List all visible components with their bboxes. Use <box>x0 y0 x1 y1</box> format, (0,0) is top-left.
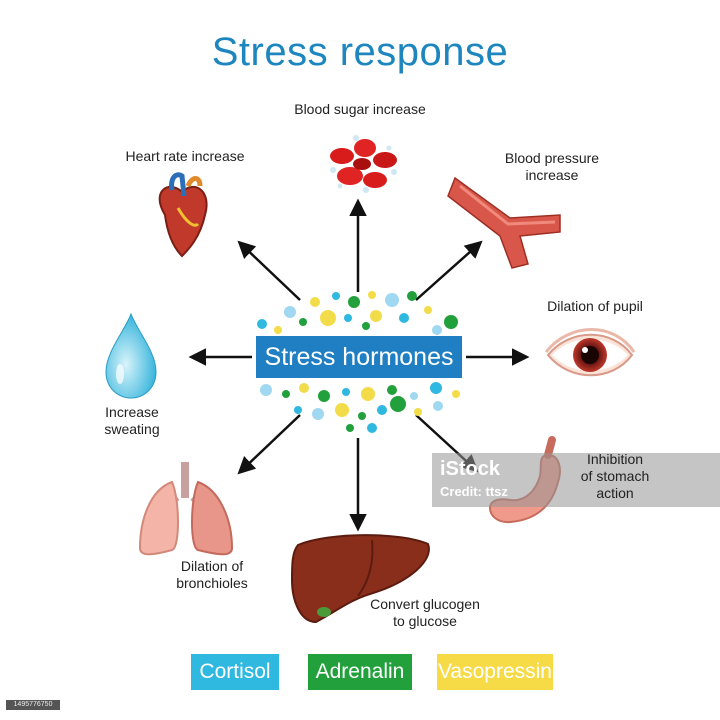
label-blood-pressure: Blood pressure increase <box>492 150 612 184</box>
label-blood-pressure-line1: Blood pressure <box>504 150 600 166</box>
label-stomach-line1: Inhibition <box>586 451 644 467</box>
label-bronchioles: Dilation of bronchioles <box>152 558 272 592</box>
label-sweating-line1: Increase <box>105 404 159 420</box>
arrow-up-left <box>237 240 301 301</box>
heart-icon <box>158 172 208 258</box>
stress-hormones-box: Stress hormones <box>256 336 462 378</box>
eye-icon <box>544 328 636 377</box>
watermark-band <box>432 453 720 507</box>
label-sweating-line2: sweating <box>104 421 160 437</box>
label-stomach: Inhibition of stomach action <box>570 451 660 502</box>
arrow-down-left <box>237 414 301 475</box>
label-blood-pressure-line2: increase <box>525 167 579 183</box>
watermark-logo: iStock <box>440 458 501 480</box>
arrow-up-right <box>415 240 483 301</box>
liver-icon <box>290 534 430 624</box>
legend-cortisol: Cortisol <box>191 654 279 690</box>
label-glucose-line1: Convert glucogen <box>370 596 480 612</box>
label-glucose: Convert glucogen to glucose <box>360 596 490 630</box>
hormone-bubbles <box>257 291 460 433</box>
label-blood-sugar: Blood sugar increase <box>294 101 426 117</box>
label-glucose-line2: to glucose <box>393 613 457 629</box>
label-sweating: Increase sweating <box>92 404 172 438</box>
label-heart-rate: Heart rate increase <box>125 148 245 164</box>
label-bronchioles-line2: bronchioles <box>176 575 248 591</box>
sweat-drop-icon <box>105 312 157 399</box>
blood-cells-icon <box>330 135 397 193</box>
stock-id-tag: 1495776750 <box>6 700 60 710</box>
arrows <box>188 198 530 532</box>
label-stomach-line3: action <box>596 485 634 501</box>
legend-adrenalin: Adrenalin <box>308 654 412 690</box>
watermark-credit: Credit: ttsz <box>440 484 508 499</box>
label-pupil: Dilation of pupil <box>547 298 643 314</box>
label-bronchioles-line1: Dilation of <box>180 558 244 574</box>
lungs-icon <box>138 462 234 556</box>
blood-vessel-icon <box>447 176 561 269</box>
diagram-title: Stress response <box>211 30 509 74</box>
legend-vasopressin: Vasopressin <box>437 654 553 690</box>
label-stomach-line2: of stomach <box>580 468 650 484</box>
